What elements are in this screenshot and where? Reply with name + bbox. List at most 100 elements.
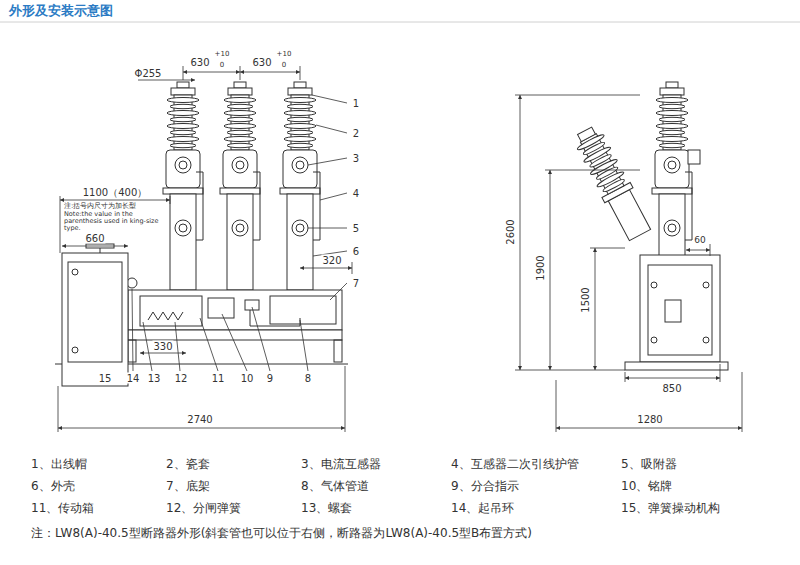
leader-lines	[143, 322, 152, 371]
dimension-text: 320	[321, 255, 342, 266]
tolerance-text: +10	[214, 51, 231, 59]
part-name: 8、气体管道	[300, 480, 370, 493]
dimension-lines	[625, 378, 720, 379]
dimension-lines	[240, 66, 241, 80]
part-name: 9、分合指示	[450, 480, 520, 493]
dimension-lines	[520, 95, 521, 370]
dimension-lines	[300, 268, 352, 269]
side-view	[703, 282, 709, 288]
front-view	[55, 82, 348, 386]
note-text: 注:括号内尺寸为加长型	[63, 203, 137, 211]
dimension-lines	[138, 80, 195, 81]
figure-caption: 注：LW8(A)-40.5型断路器外形(斜套管也可以位于右侧，断路器为LW8(A…	[30, 527, 533, 540]
leader-lines	[300, 320, 308, 371]
dimension-lines	[183, 72, 240, 73]
side-view	[578, 127, 596, 142]
front-view	[208, 298, 234, 318]
front-view	[72, 347, 78, 353]
dimension-lines	[556, 380, 557, 432]
front-view	[62, 253, 128, 386]
leader-lines	[132, 95, 347, 371]
part-name: 10、铭牌	[620, 480, 673, 493]
dimension-lines	[352, 262, 353, 274]
side-view	[625, 362, 728, 370]
callout-number: 3	[352, 153, 360, 164]
part-name: 1、出线帽	[30, 458, 88, 471]
dimension-text: 630	[189, 57, 210, 68]
side-view	[602, 178, 625, 193]
dimension-lines	[60, 196, 61, 253]
dimension-lines	[60, 200, 170, 201]
dimension-text: 630	[251, 57, 272, 68]
front-view	[245, 300, 259, 310]
dimension-text: 1500	[580, 286, 591, 313]
dimension-lines	[550, 170, 551, 370]
title-rule	[0, 22, 800, 23]
dimension-text: 60	[693, 236, 706, 246]
dimension-lines	[710, 244, 711, 256]
part-name: 3、电流互感器	[300, 458, 382, 471]
part-name: 11、传动箱	[30, 502, 95, 515]
part-name: 15、弹簧操动机构	[620, 502, 721, 515]
dimension-lines	[742, 372, 743, 432]
dimension-lines	[240, 72, 300, 73]
leader-lines	[222, 314, 247, 371]
callout-number: 14	[126, 373, 141, 384]
dimension-lines	[62, 246, 128, 247]
page-title: 外形及安装示意图	[8, 4, 114, 18]
callout-number: 12	[174, 373, 189, 384]
callout-number: 6	[352, 246, 360, 257]
side-view	[640, 255, 720, 362]
front-view	[270, 296, 336, 324]
dimension-lines	[515, 370, 625, 371]
part-name: 14、起吊环	[450, 502, 515, 515]
tolerance-text: +10	[276, 51, 293, 59]
front-view	[128, 340, 136, 362]
leader-lines	[312, 95, 347, 103]
front-view	[280, 82, 320, 290]
front-view	[334, 340, 342, 362]
leader-lines	[308, 228, 347, 229]
front-view	[163, 82, 203, 290]
dimension-lines	[170, 196, 171, 204]
part-name: 6、外壳	[30, 480, 76, 493]
leader-lines	[175, 322, 180, 371]
dimension-text: 850	[661, 383, 682, 394]
dimension-lines	[686, 250, 710, 251]
dimension-lines	[183, 66, 184, 80]
callout-number: 5	[352, 223, 360, 234]
callout-number: 8	[304, 373, 312, 384]
dimension-text: 330	[152, 341, 173, 352]
callout-number: 9	[266, 373, 274, 384]
dimension-lines	[515, 95, 640, 96]
side-view	[651, 337, 657, 343]
part-name: 13、螺套	[300, 502, 353, 515]
side-view	[665, 300, 681, 322]
leader-lines	[320, 193, 347, 200]
leader-lines	[308, 158, 347, 165]
dimension-text: 1900	[535, 254, 546, 281]
front-view	[220, 82, 260, 290]
leader-lines	[132, 289, 133, 371]
dimension-lines	[556, 428, 742, 429]
front-view	[140, 296, 202, 326]
part-name: 4、互感器二次引线护管	[450, 458, 580, 471]
side-view	[570, 123, 654, 242]
part-name: 5、吸附器	[620, 458, 678, 471]
part-name: 12、分闸弹簧	[165, 502, 242, 515]
dimension-text: 2740	[186, 414, 213, 425]
dimension-text: Φ255	[134, 68, 163, 79]
side-view	[648, 265, 712, 355]
leader-lines	[316, 125, 347, 133]
callout-number: 13	[147, 373, 162, 384]
dimension-lines	[58, 428, 345, 429]
tolerance-text: 0	[219, 62, 225, 70]
dimension-lines	[345, 366, 346, 432]
front-view	[68, 262, 122, 362]
front-view	[128, 330, 342, 340]
part-name: 2、瓷套	[165, 458, 211, 471]
front-view	[72, 269, 78, 275]
leader-lines	[252, 307, 270, 371]
front-view	[100, 248, 101, 253]
